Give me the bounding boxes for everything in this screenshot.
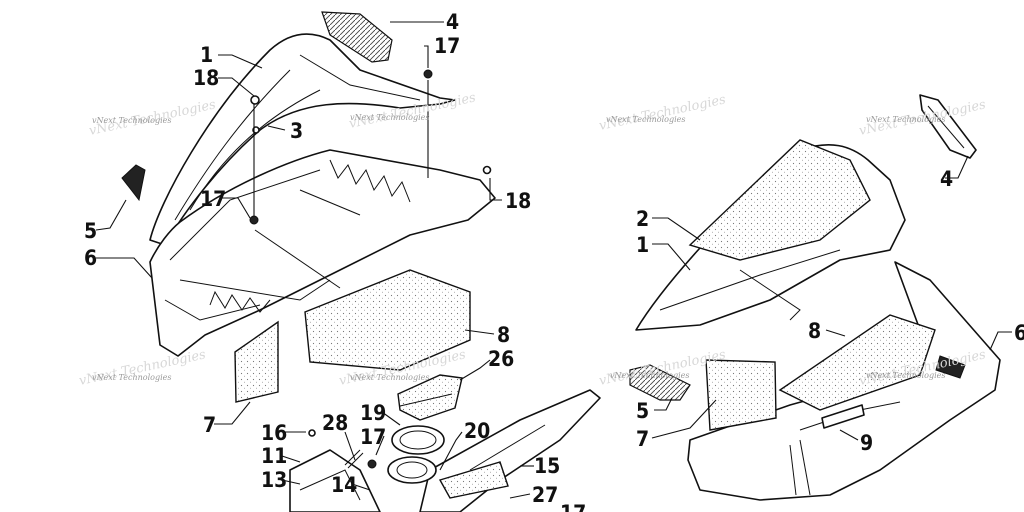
callout-14: 14 xyxy=(331,473,357,497)
left-assembly xyxy=(121,11,601,512)
watermark-text: vNext Technologies xyxy=(350,113,429,122)
callout-4: 4 xyxy=(940,167,953,191)
part-vent-cover xyxy=(397,374,463,421)
callout-20: 20 xyxy=(464,419,490,443)
callout-1: 1 xyxy=(200,43,213,67)
watermark-text: vNext Technologies xyxy=(866,115,945,124)
callout-17: 17 xyxy=(434,34,460,58)
watermark-text: vNext Technologies xyxy=(92,373,171,382)
callout-6: 6 xyxy=(1014,321,1024,345)
callout-3: 3 xyxy=(290,119,303,143)
callout-5: 5 xyxy=(84,219,97,243)
callout-8: 8 xyxy=(808,319,821,343)
callout-16: 16 xyxy=(261,421,287,445)
part-vent-grille-right xyxy=(919,94,977,159)
callout-8: 8 xyxy=(497,323,510,347)
callout-2: 2 xyxy=(636,207,649,231)
callout-13: 13 xyxy=(261,468,287,492)
callouts-right: 4 2 1 8 6 5 7 9 xyxy=(636,167,1024,455)
callouts-left: 1 18 4 17 3 5 17 18 6 8 26 7 16 28 19 17… xyxy=(84,10,586,512)
part-bottom-bracket xyxy=(289,449,381,512)
callout-19: 19 xyxy=(360,401,386,425)
part-trim xyxy=(821,404,865,429)
part-side-panel xyxy=(234,320,279,403)
callout-6: 6 xyxy=(84,246,97,270)
fastener-18-top xyxy=(250,95,260,105)
part-lower-shroud xyxy=(149,149,496,357)
watermark-text: vNext Technologies xyxy=(350,373,429,382)
fastener-18-right xyxy=(482,165,492,175)
watermark-text: vNext Technologies xyxy=(606,115,685,124)
leader-lines xyxy=(95,21,1012,499)
fastener-17-top xyxy=(423,69,433,79)
watermark-text: vNext Technologies xyxy=(610,371,689,380)
part-gasket-upper xyxy=(391,425,445,455)
callout-17: 17 xyxy=(360,425,386,449)
callout-1: 1 xyxy=(636,233,649,257)
callout-7: 7 xyxy=(203,413,216,437)
part-side-panel-right xyxy=(705,359,777,431)
callout-26: 26 xyxy=(488,347,514,371)
callout-28: 28 xyxy=(322,411,348,435)
part-insulation-pad xyxy=(304,269,471,371)
watermark-text: vNext Technologies xyxy=(866,371,945,380)
watermark-ghost: vNext Technologies xyxy=(78,347,208,389)
callout-7: 7 xyxy=(636,427,649,451)
part-gasket-lower xyxy=(387,456,437,484)
callout-17: 17 xyxy=(560,501,586,512)
part-hood-panel xyxy=(149,33,456,246)
callout-15: 15 xyxy=(534,454,560,478)
callout-18: 18 xyxy=(193,66,219,90)
callout-11: 11 xyxy=(261,444,287,468)
watermark-ghost: vNext Technologies xyxy=(598,92,728,134)
callout-5: 5 xyxy=(636,399,649,423)
right-assembly xyxy=(629,94,1001,501)
part-vent-grille xyxy=(321,11,393,63)
callout-27: 27 xyxy=(532,483,558,507)
part-lens-right xyxy=(629,364,691,401)
callout-17: 17 xyxy=(200,187,226,211)
callout-18: 18 xyxy=(505,189,531,213)
callout-9: 9 xyxy=(860,431,873,455)
watermark-text: vNext Technologies xyxy=(92,116,171,125)
callout-4: 4 xyxy=(446,10,459,34)
part-lens-left xyxy=(121,164,146,202)
